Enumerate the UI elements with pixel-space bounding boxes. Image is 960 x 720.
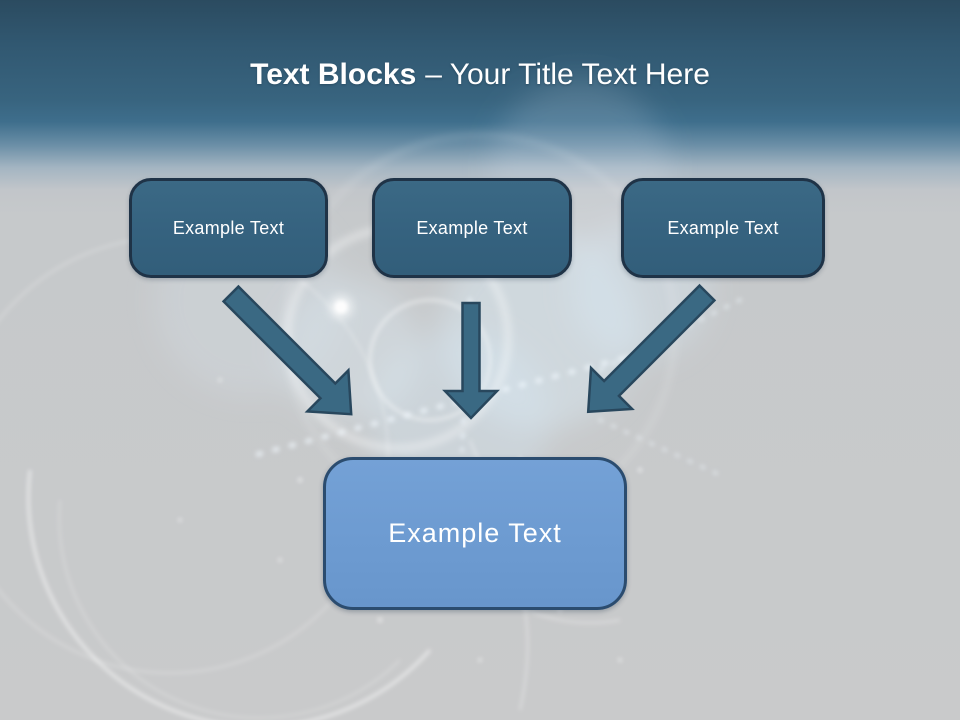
arrow-down-icon: [442, 301, 500, 420]
text-block-top-center: Example Text: [372, 178, 572, 278]
text-block-bottom-label: Example Text: [388, 518, 562, 548]
text-block-top-left: Example Text: [129, 178, 328, 278]
text-block-top-left-label: Example Text: [172, 217, 285, 238]
slide-title: Text Blocks– Your Title Text Here: [0, 56, 960, 94]
text-block-bottom: Example Text: [323, 457, 627, 610]
slide-title-bold-text: Text Blocks: [250, 58, 417, 91]
arrow-down-left-icon: [586, 283, 717, 414]
text-block-top-right-label: Example Text: [667, 217, 779, 238]
slide-title-regular-text: – Your Title Text Here: [425, 58, 710, 91]
arrow-down-right-icon: [221, 284, 353, 416]
text-block-top-center-label: Example Text: [416, 217, 528, 238]
text-block-top-right: Example Text: [621, 178, 825, 278]
